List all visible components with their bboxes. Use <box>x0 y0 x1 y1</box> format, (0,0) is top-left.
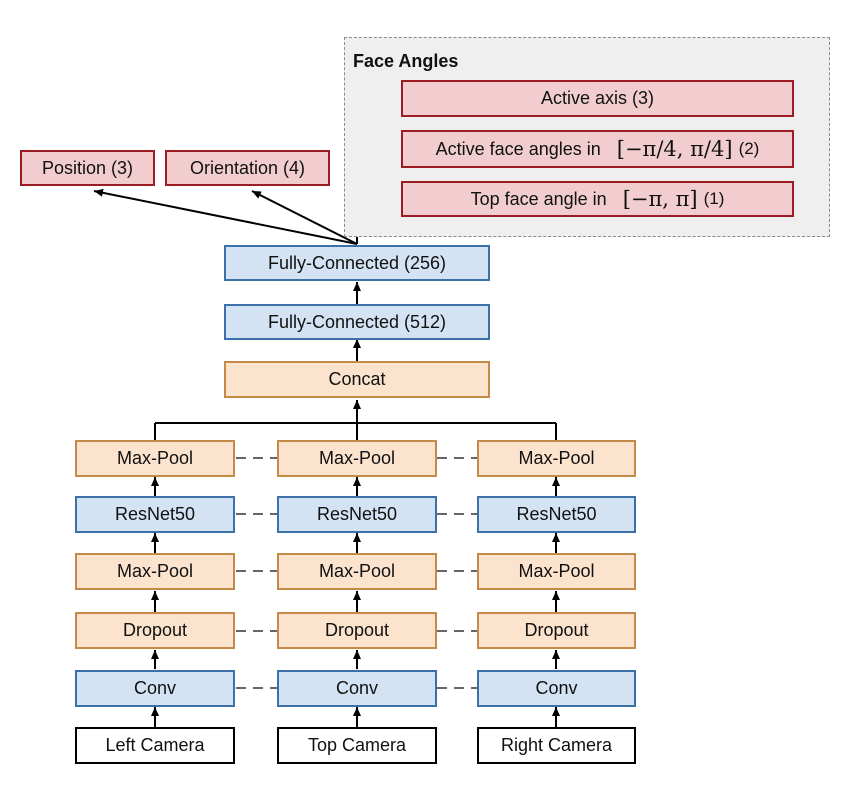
position-output-label: Position (3) <box>41 157 134 178</box>
right-maxpool-top: Max-Pool <box>477 440 636 477</box>
left-resnet50: ResNet50 <box>75 496 235 533</box>
to-position-arrow <box>93 188 358 245</box>
layer-label: Conv <box>133 678 177 698</box>
top-conv: Conv <box>277 670 437 707</box>
top-face-angle-range: [−π, π] <box>622 187 698 211</box>
right-resnet50: ResNet50 <box>477 496 636 533</box>
weight-sharing-lines <box>236 457 477 689</box>
active-axis-box: Active axis (3) <box>401 80 794 117</box>
active-face-angles-label: Active face angles in <box>435 138 601 159</box>
top-maxpool-bottom: Max-Pool <box>277 553 437 590</box>
active-axis-label: Active axis (3) <box>540 88 655 108</box>
layer-label: Dropout <box>324 620 390 640</box>
top-face-angle-box: Top face angle in [−π, π] (1) <box>401 181 794 217</box>
left-maxpool-top: Max-Pool <box>75 440 235 477</box>
top-face-angle-count: (1) <box>703 189 725 208</box>
active-face-angles-count: (2) <box>738 139 760 158</box>
layer-label: Max-Pool <box>116 561 194 581</box>
merge-connector <box>154 400 557 440</box>
orientation-output-box: Orientation (4) <box>165 150 330 186</box>
top-resnet50: ResNet50 <box>277 496 437 533</box>
left-maxpool-bottom: Max-Pool <box>75 553 235 590</box>
layer-label: Conv <box>535 678 578 698</box>
right-dropout: Dropout <box>477 612 636 649</box>
left-camera-input: Left Camera <box>75 727 235 764</box>
active-face-angles-range: [−π/4, π/4] <box>616 137 733 161</box>
face-angles-title: Face Angles <box>353 51 459 71</box>
left-dropout: Dropout <box>75 612 235 649</box>
layer-label: Conv <box>335 678 379 698</box>
layer-label: Max-Pool <box>518 561 595 581</box>
camera-label: Top Camera <box>307 735 407 755</box>
left-conv: Conv <box>75 670 235 707</box>
layer-label: Max-Pool <box>318 448 396 468</box>
top-face-angle-label: Top face angle in <box>470 188 607 209</box>
top-camera-input: Top Camera <box>277 727 437 764</box>
right-camera-input: Right Camera <box>477 727 636 764</box>
fc256-label: Fully-Connected (256) <box>267 252 447 273</box>
layer-label: Dropout <box>524 620 589 640</box>
layer-label: ResNet50 <box>316 504 398 524</box>
layer-label: Dropout <box>122 620 188 640</box>
layer-label: Max-Pool <box>518 448 595 468</box>
concat-layer: Concat <box>224 361 490 398</box>
fc256-layer: Fully-Connected (256) <box>224 245 490 281</box>
concat-label: Concat <box>328 369 386 389</box>
camera-label: Right Camera <box>500 735 613 755</box>
top-maxpool-top: Max-Pool <box>277 440 437 477</box>
layer-label: ResNet50 <box>516 504 597 524</box>
orientation-output-label: Orientation (4) <box>189 157 306 178</box>
layer-label: Max-Pool <box>116 448 194 468</box>
right-maxpool-bottom: Max-Pool <box>477 553 636 590</box>
fc512-label: Fully-Connected (512) <box>267 311 447 332</box>
to-orientation-arrow <box>251 190 358 245</box>
active-face-angles-box: Active face angles in [−π/4, π/4] (2) <box>401 130 794 168</box>
position-output-box: Position (3) <box>20 150 155 186</box>
layer-label: ResNet50 <box>114 504 196 524</box>
layer-label: Max-Pool <box>318 561 396 581</box>
top-dropout: Dropout <box>277 612 437 649</box>
camera-label: Left Camera <box>105 735 205 755</box>
fc512-layer: Fully-Connected (512) <box>224 304 490 340</box>
right-conv: Conv <box>477 670 636 707</box>
